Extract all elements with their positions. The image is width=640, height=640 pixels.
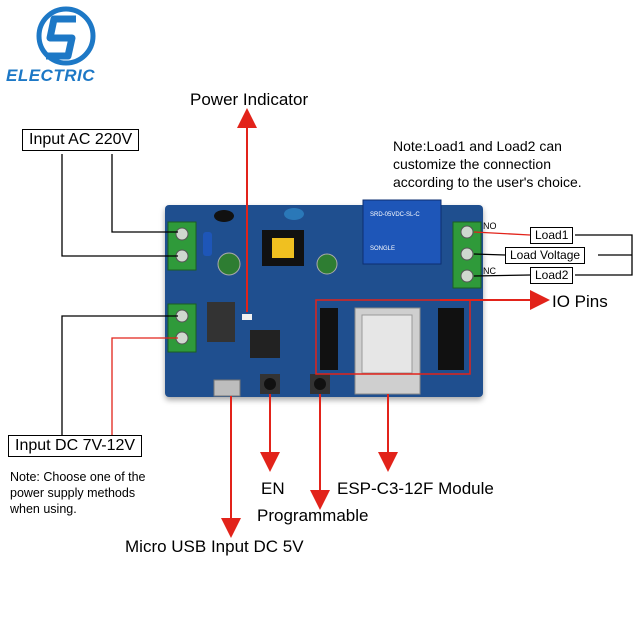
load-voltage-box: Load Voltage bbox=[505, 247, 586, 264]
load2-box: Load2 bbox=[530, 267, 574, 284]
micro-usb-port bbox=[213, 379, 241, 397]
power-indicator-label: Power Indicator bbox=[190, 90, 309, 109]
svg-text:SONGLE: SONGLE bbox=[370, 246, 395, 252]
en-label: EN bbox=[261, 479, 285, 498]
relay bbox=[362, 199, 442, 265]
load-note: Note:Load1 and Load2 can customize the c… bbox=[393, 138, 582, 190]
input-dc-label: Input DC 7V-12V bbox=[8, 435, 143, 457]
input-ac-label: Input AC 220V bbox=[22, 129, 140, 151]
io-pins-label: IO Pins bbox=[552, 292, 608, 311]
module-label: ESP-C3-12F Module bbox=[337, 479, 494, 498]
power-note: Note: Choose one of the power supply met… bbox=[10, 470, 146, 516]
programmable-label: Programmable bbox=[257, 506, 369, 525]
lightning-s-logo-icon bbox=[36, 6, 96, 66]
micro-usb-label: Micro USB Input DC 5V bbox=[125, 537, 304, 556]
svg-text:SRD-05VDC-SL-C: SRD-05VDC-SL-C bbox=[370, 212, 420, 218]
relay-nc-label: NC bbox=[483, 266, 496, 276]
relay-no-label: NO bbox=[483, 221, 497, 231]
logo: ELECTRIC bbox=[6, 6, 126, 91]
load1-box: Load1 bbox=[530, 227, 574, 244]
logo-brand-text: ELECTRIC bbox=[6, 66, 95, 85]
electrolytic-capacitor bbox=[217, 252, 241, 276]
